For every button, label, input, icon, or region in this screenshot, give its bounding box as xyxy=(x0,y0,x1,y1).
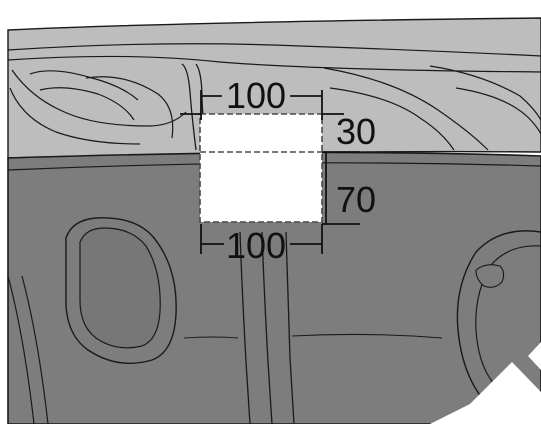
lower-panel-line xyxy=(21,275,49,424)
upper-panel-line xyxy=(85,76,174,139)
lower-panel-line xyxy=(291,333,443,339)
lower-panel xyxy=(7,151,541,424)
lower-panel-pillar xyxy=(285,231,295,424)
cutout-rectangle xyxy=(199,113,323,223)
white-edge-marker xyxy=(528,342,541,370)
lower-height-label: 70 xyxy=(336,179,376,220)
lower-panel-line xyxy=(183,336,239,339)
upper-panel-line xyxy=(39,87,135,121)
upper-panel-line xyxy=(7,55,541,73)
cutout-area xyxy=(199,113,323,223)
top-width-label: 100 xyxy=(226,75,286,116)
upper-panel-line xyxy=(455,87,541,135)
upper-panel-line xyxy=(323,67,489,151)
upper-panel-line xyxy=(11,69,187,127)
upper-panel-pillar xyxy=(181,63,197,151)
upper-panel-line xyxy=(7,43,541,57)
upper-panel-line xyxy=(429,65,541,121)
upper-panel-line xyxy=(329,87,455,151)
dimension-lines xyxy=(180,90,360,254)
upper-panel-line xyxy=(9,87,141,145)
window-left-inner xyxy=(79,227,161,349)
lower-panel-pillar xyxy=(261,231,273,424)
window-right-latch xyxy=(475,264,505,288)
bottom-width-label: 100 xyxy=(226,225,286,266)
lower-panel-pillar xyxy=(239,231,251,424)
dimension-labels: 100 30 70 100 xyxy=(226,75,376,266)
white-corner-marker xyxy=(430,362,541,424)
upper-panel-line xyxy=(29,70,139,101)
lower-panel-line xyxy=(7,275,35,424)
upper-height-label: 30 xyxy=(336,111,376,152)
